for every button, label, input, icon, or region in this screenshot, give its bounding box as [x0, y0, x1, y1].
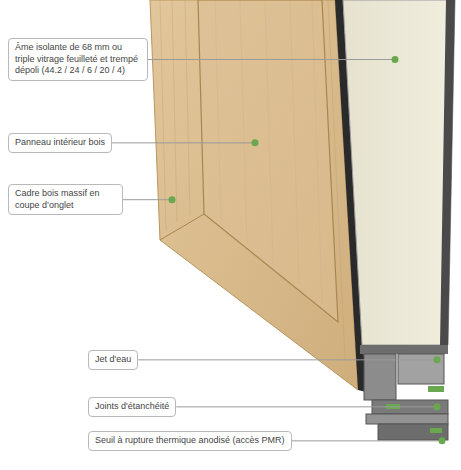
insulation-core [343, 0, 455, 345]
leader-line [292, 440, 442, 441]
callout-text: Âme isolante de 68 mm ou triple vitrage … [15, 42, 141, 77]
callout-text: Joints d'étanchéité [95, 401, 169, 413]
callout-box: Cadre bois massif en coupe d’onglet [8, 184, 123, 215]
leader-line [176, 406, 437, 407]
callout-text: Panneau intérieur bois [15, 137, 105, 149]
callout-box: Âme isolante de 68 mm ou triple vitrage … [8, 38, 148, 81]
leader-line [138, 359, 437, 360]
callout-text: Cadre bois massif en coupe d’onglet [15, 188, 116, 211]
leader-dot [434, 356, 441, 363]
leader-dot [169, 196, 176, 203]
leader-dot [434, 403, 441, 410]
core-edge [440, 0, 455, 345]
callout-box: Seuil à rupture thermique anodisé (accès… [88, 431, 292, 451]
callout-box: Joints d'étanchéité [88, 397, 176, 417]
leader-dot [439, 437, 446, 444]
leader-dot [392, 56, 399, 63]
wood-frame [150, 0, 358, 390]
threshold-profile [360, 345, 448, 440]
leader-line [123, 199, 172, 200]
inner-panel [198, 0, 338, 322]
callout-box: Panneau intérieur bois [8, 133, 112, 153]
callout-text: Seuil à rupture thermique anodisé (accès… [95, 435, 285, 447]
leader-dot [252, 139, 259, 146]
wood-grain [160, 0, 345, 360]
mitre-joint [160, 214, 204, 240]
leader-line [148, 59, 395, 60]
callout-box: Jet d'eau [88, 350, 138, 370]
callout-text: Jet d'eau [95, 354, 131, 366]
leader-line [112, 142, 255, 143]
